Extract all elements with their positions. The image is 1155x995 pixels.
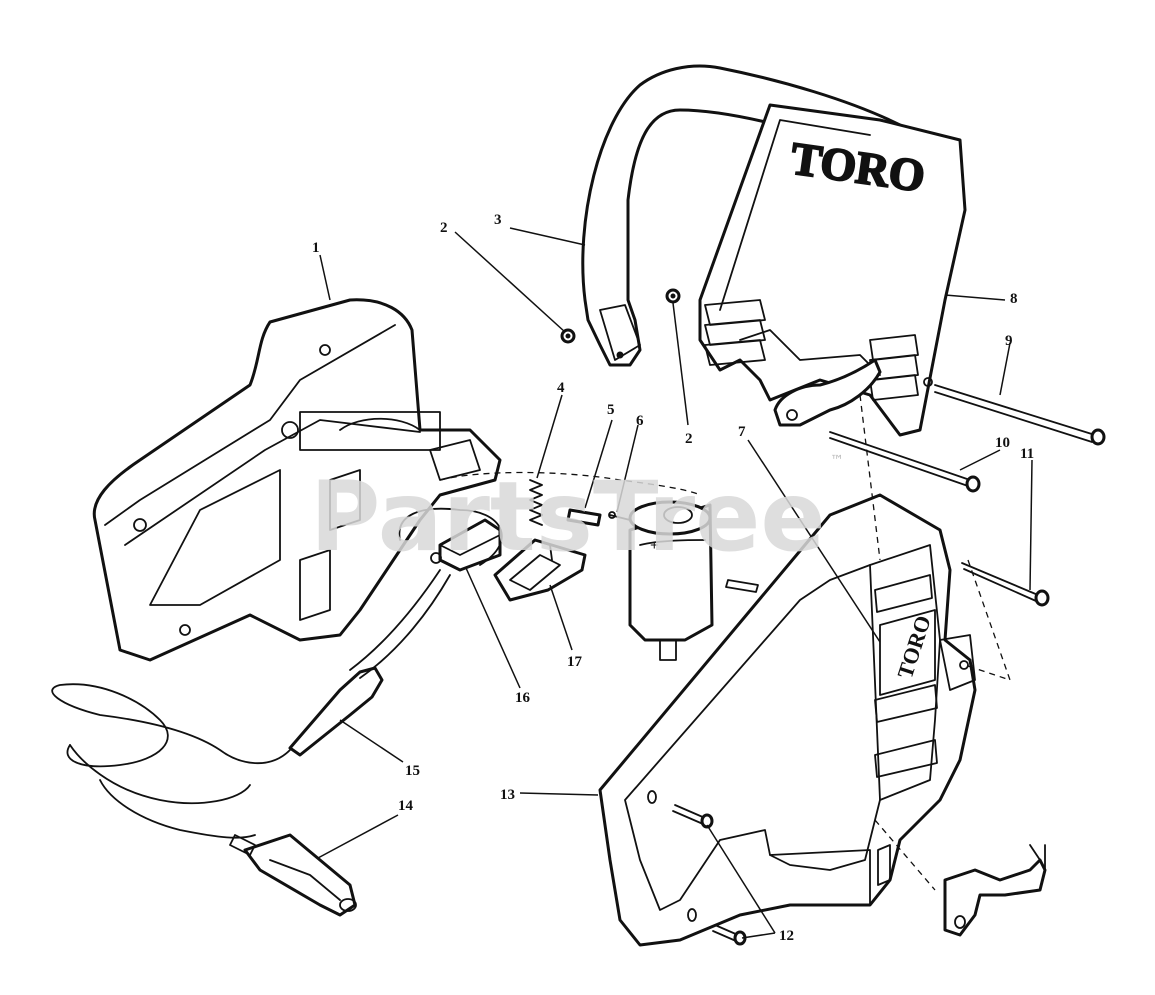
callout-4: 4	[557, 380, 565, 396]
main-housing: TORO	[598, 493, 977, 947]
callout-1: 1	[312, 240, 320, 256]
housing-vents	[874, 574, 938, 778]
callout-5: 5	[607, 402, 615, 418]
contact-strip	[566, 508, 602, 527]
assembly-lines	[439, 394, 1012, 891]
watermark-tm: ™	[830, 453, 844, 469]
callout-7: 7	[738, 424, 746, 440]
nut-2a	[560, 328, 576, 344]
callout-15: 15	[405, 763, 420, 779]
callout-3: 3	[494, 212, 502, 228]
callout-11: 11	[1020, 446, 1034, 462]
callout-8: 8	[1010, 291, 1018, 307]
callout-16: 16	[515, 690, 531, 706]
cover-vents-left	[704, 299, 766, 366]
callout-17: 17	[567, 654, 583, 670]
callout-6: 6	[636, 413, 644, 429]
callout-2a: 2	[440, 220, 448, 236]
switch	[398, 507, 503, 572]
long-screw-10	[829, 431, 981, 493]
callout-labels: 1 2 3 2 4 5 6 7 8 9 10 11 12 13 14 15 16…	[312, 212, 1034, 944]
callout-14: 14	[398, 798, 414, 814]
callout-13: 13	[500, 787, 515, 803]
spring	[529, 479, 543, 526]
screw-11	[961, 562, 1050, 607]
callout-12: 12	[779, 928, 794, 944]
callout-9: 9	[1005, 333, 1013, 349]
switch-actuator	[493, 538, 587, 602]
svg-text:+: +	[650, 538, 659, 554]
connector	[608, 511, 759, 593]
handle-hook	[943, 844, 1047, 937]
long-screw-9	[934, 384, 1106, 446]
top-cover: TORO	[698, 103, 967, 437]
watermark: PartsTree	[310, 461, 825, 573]
motor: +	[628, 500, 714, 661]
leader-lines	[317, 227, 1033, 939]
left-housing	[92, 298, 502, 662]
callout-2b: 2	[685, 431, 693, 447]
callout-10: 10	[995, 435, 1010, 451]
cord-plug	[51, 569, 451, 839]
lighter-plug	[229, 833, 357, 917]
nut-2b	[665, 288, 681, 304]
screws-12	[672, 804, 747, 946]
